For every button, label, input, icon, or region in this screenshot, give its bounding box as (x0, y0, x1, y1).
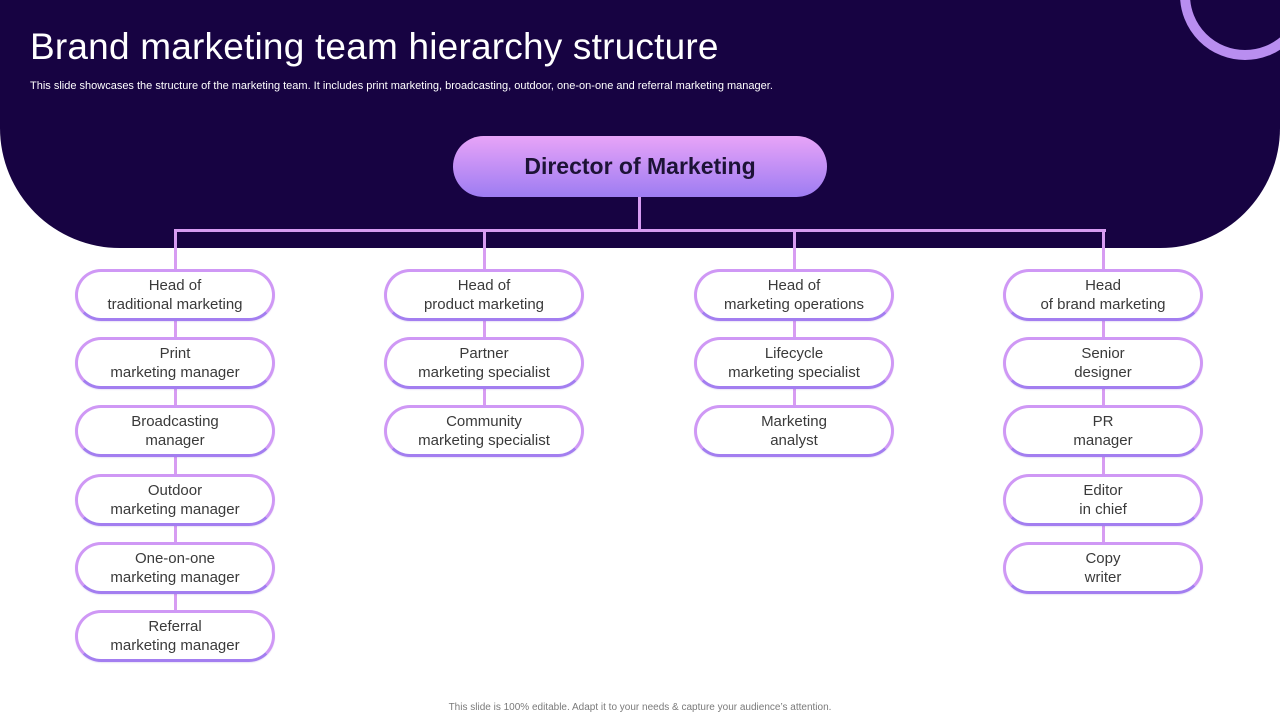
member-node: Partner marketing specialist (384, 337, 584, 389)
head-node-operations: Head of marketing operations (694, 269, 894, 321)
member-node: Editor in chief (1003, 474, 1203, 526)
head-node-product: Head of product marketing (384, 269, 584, 321)
connector-col1-drop (174, 229, 177, 270)
connector-col4-drop (1102, 229, 1105, 270)
member-node: Community marketing specialist (384, 405, 584, 457)
member-node: Copy writer (1003, 542, 1203, 594)
slide-subtitle: This slide showcases the structure of th… (30, 80, 773, 92)
member-node: Lifecycle marketing specialist (694, 337, 894, 389)
member-node: Broadcasting manager (75, 405, 275, 457)
member-node: PR manager (1003, 405, 1203, 457)
slide-title: Brand marketing team hierarchy structure (30, 26, 719, 67)
director-node: Director of Marketing (453, 136, 827, 197)
member-node: Print marketing manager (75, 337, 275, 389)
connector-col2-drop (483, 229, 486, 270)
member-node: Outdoor marketing manager (75, 474, 275, 526)
connector-col3-drop (793, 229, 796, 270)
member-node: Senior designer (1003, 337, 1203, 389)
head-node-brand: Head of brand marketing (1003, 269, 1203, 321)
connector-horizontal-bar (175, 229, 1106, 232)
connector-director-down (638, 197, 641, 230)
member-node: One-on-one marketing manager (75, 542, 275, 594)
head-node-traditional: Head of traditional marketing (75, 269, 275, 321)
connector-col1-spine (174, 320, 177, 612)
member-node: Referral marketing manager (75, 610, 275, 662)
footer-note: This slide is 100% editable. Adapt it to… (448, 702, 832, 713)
member-node: Marketing analyst (694, 405, 894, 457)
